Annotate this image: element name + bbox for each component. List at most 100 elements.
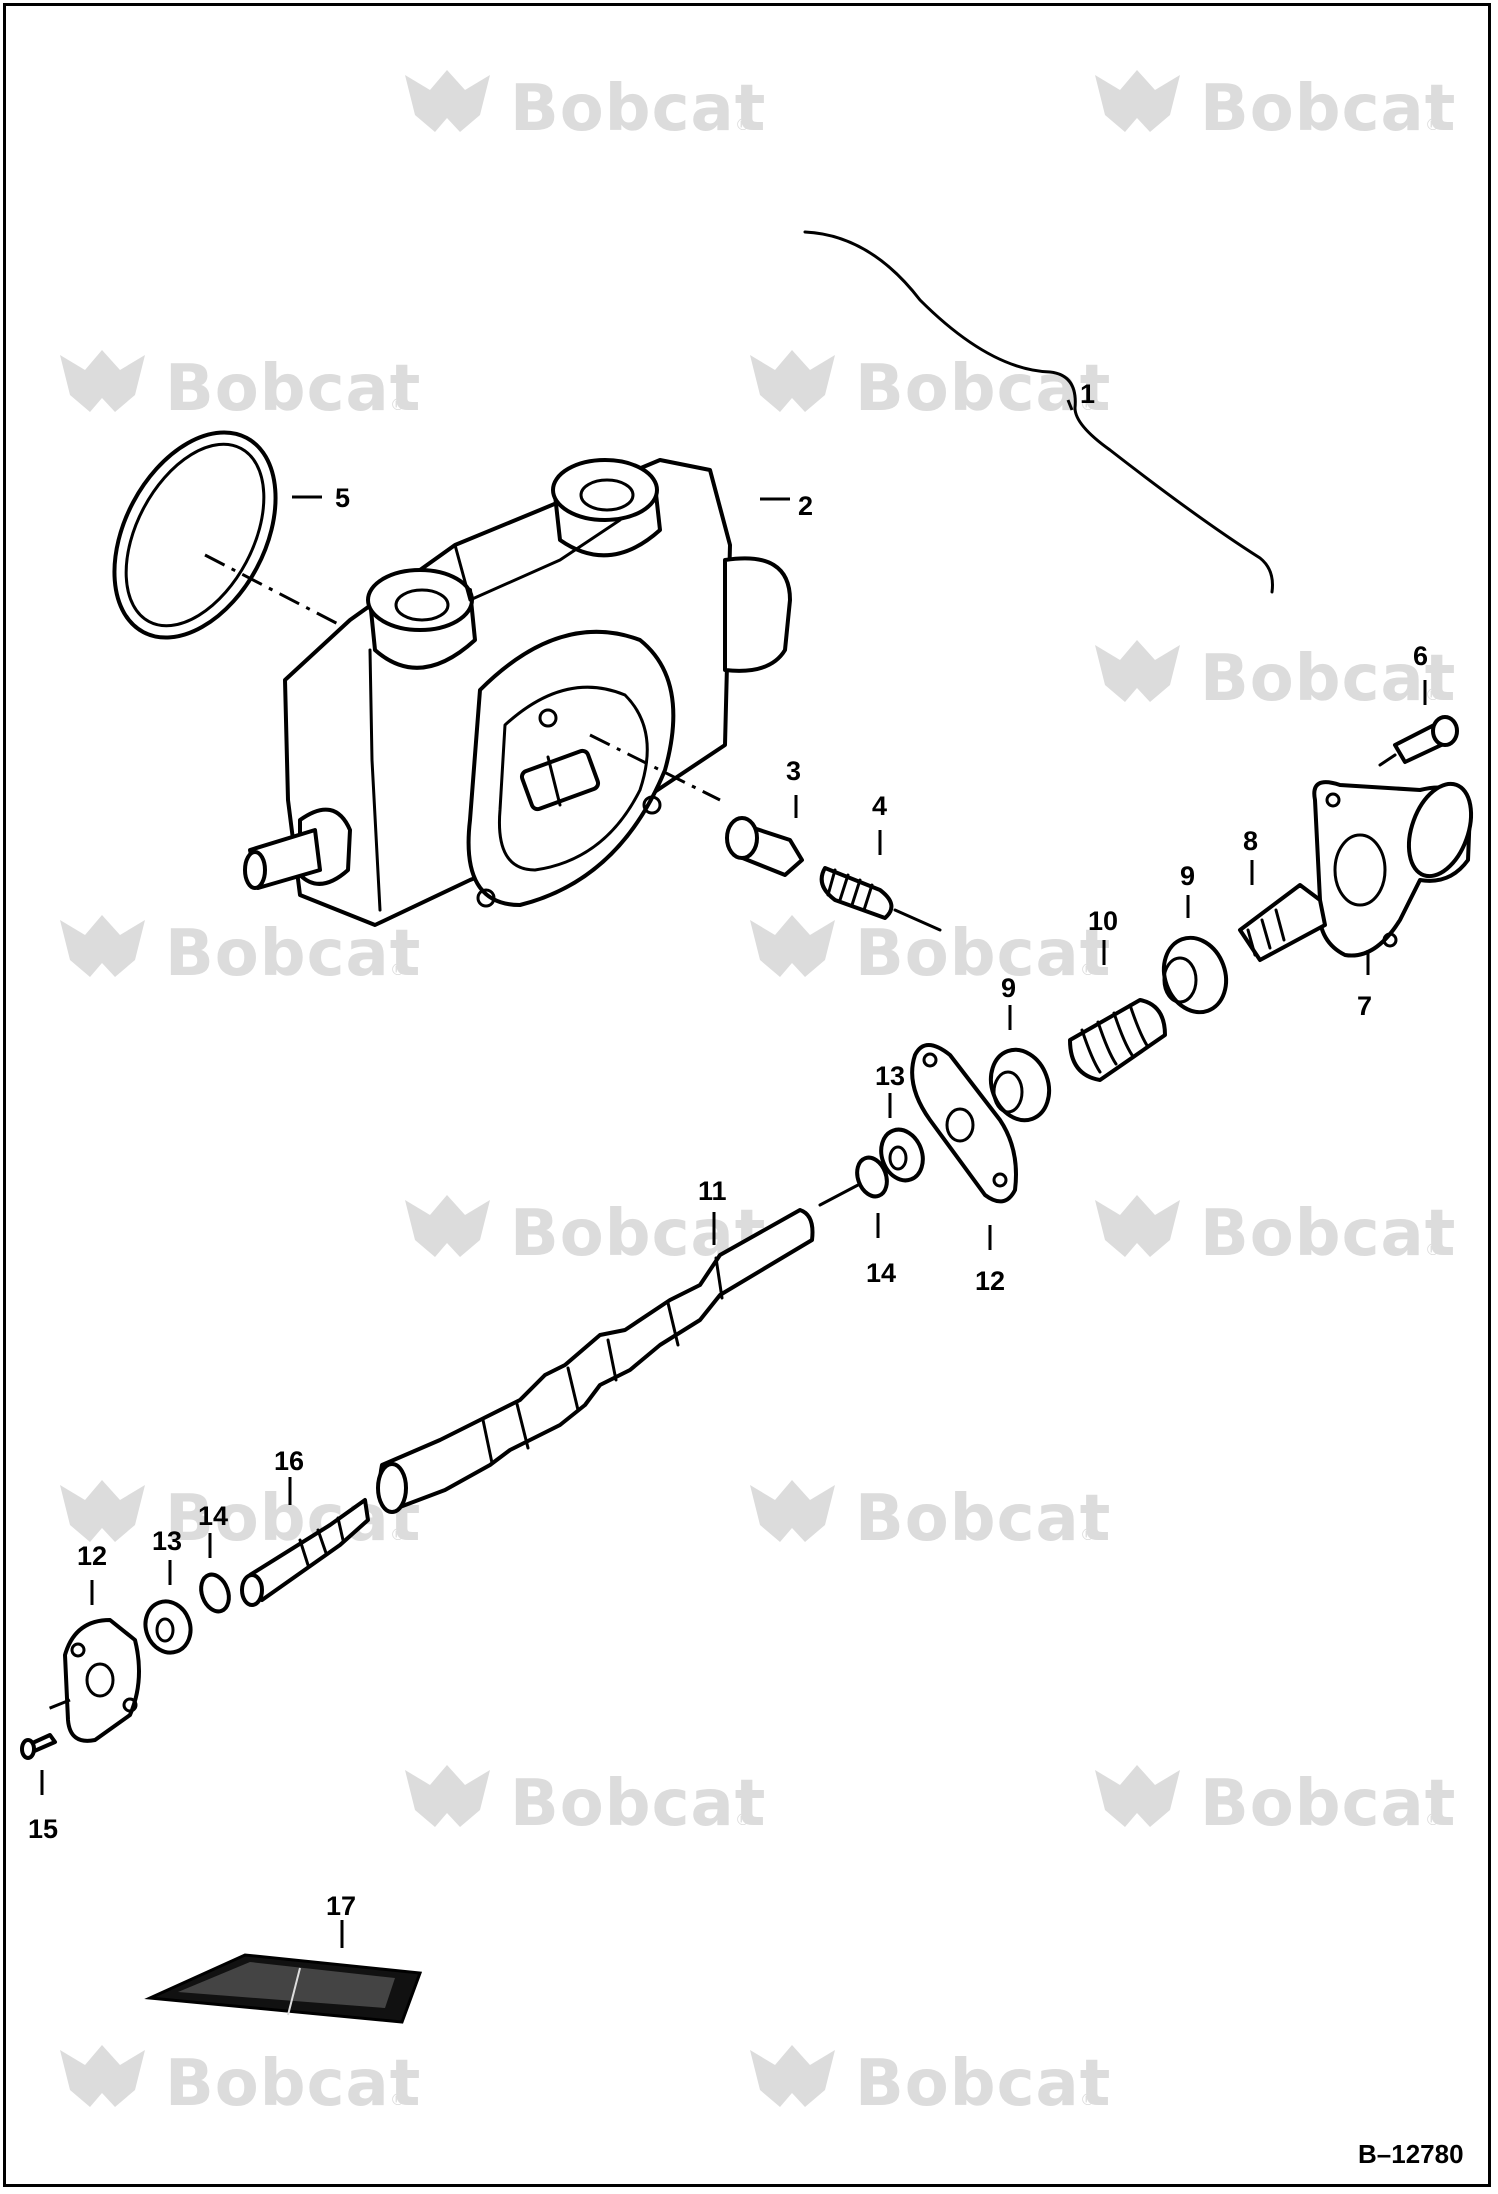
callout-13-left: 13 (152, 1526, 182, 1556)
part-3-poppet (725, 816, 804, 877)
watermark-text: Bobcat (165, 352, 421, 426)
watermark-registered-mark: ® (390, 960, 406, 979)
watermark-registered-mark: ® (1425, 1810, 1441, 1829)
part-5-o-ring (112, 430, 278, 640)
part-11-spool (376, 1208, 815, 1514)
watermark-text: Bobcat (510, 72, 766, 146)
watermark-logo: Bobcat® (405, 1765, 766, 1841)
callout-12-left: 12 (77, 1541, 107, 1571)
assembly-bracket-line (803, 230, 1274, 594)
callout-14-right: 14 (866, 1258, 896, 1288)
callout-17: 17 (326, 1891, 356, 1921)
watermark-registered-mark: ® (1080, 2090, 1096, 2109)
watermark-logo: Bobcat® (750, 1480, 1111, 1556)
bobcat-logo-icon (60, 350, 145, 412)
watermark-registered-mark: ® (1080, 395, 1096, 414)
part-9-spring-seat-upper (1161, 935, 1229, 1015)
watermark-text: Bobcat (1200, 1767, 1456, 1841)
callout-10: 10 (1088, 906, 1118, 936)
part-16-bolt (240, 1498, 370, 1607)
part-4-spring (819, 866, 894, 920)
watermark-registered-mark: ® (390, 395, 406, 414)
bobcat-logo-icon (60, 2045, 145, 2107)
bobcat-logo-icon (1095, 1765, 1180, 1827)
watermark-registered-mark: ® (1425, 115, 1441, 134)
watermark-text: Bobcat (510, 1767, 766, 1841)
callout-labels: 1 5 2 3 4 6 7 8 9 10 9 13 12 14 11 16 14… (28, 379, 1428, 1921)
callout-6: 6 (1413, 641, 1428, 671)
watermark-text: Bobcat (855, 2047, 1111, 2121)
callout-9-lower: 9 (1001, 973, 1016, 1003)
watermark-logo: Bobcat® (1095, 640, 1456, 716)
part-8-adjust-plug (1238, 883, 1327, 962)
watermark-registered-mark: ® (735, 115, 751, 134)
part-12-plate-left (63, 1618, 141, 1743)
centerline-spring (893, 908, 942, 932)
watermark-logo: Bobcat® (1095, 70, 1456, 146)
watermark-registered-mark: ® (735, 1810, 751, 1829)
watermark-logo: Bobcat® (405, 1195, 765, 1271)
bobcat-logo-icon (60, 915, 145, 977)
callout-16: 16 (274, 1446, 304, 1476)
part-14-ring-right (855, 1155, 889, 1199)
bobcat-logo-icon (1095, 1195, 1180, 1257)
diagram-frame (3, 3, 1491, 2187)
part-14-ring-left (199, 1572, 231, 1614)
bobcat-logo-icon (405, 1195, 490, 1257)
callout-2: 2 (798, 491, 813, 521)
centerline-body (589, 733, 721, 802)
watermark-logo: Bobcat® (750, 2045, 1111, 2121)
watermark-registered-mark: ® (390, 1525, 406, 1544)
watermark-text: Bobcat (165, 2047, 421, 2121)
watermark-text: Bobcat (165, 917, 421, 991)
callout-3: 3 (786, 756, 801, 786)
part-13-washer-right (879, 1127, 925, 1183)
watermark-registered-mark: ® (390, 2090, 406, 2109)
bobcat-logo-icon (1095, 640, 1180, 702)
watermark-logo: Bobcat® (60, 2045, 421, 2121)
watermark-logo: Bobcat® (60, 915, 421, 991)
callout-1: 1 (1080, 379, 1095, 409)
watermark-registered-mark: ® (1080, 1525, 1096, 1544)
watermark-logo: Bobcat® (1095, 1195, 1456, 1271)
watermark-registered-mark: ® (1080, 960, 1096, 979)
drawing-reference-number: B–12780 (1358, 2139, 1464, 2169)
watermark-text: Bobcat (855, 1482, 1111, 1556)
leader-lines (40, 399, 1427, 1948)
watermark-logo: Bobcat® (1095, 1765, 1456, 1841)
part-6-cap-screw (1393, 715, 1459, 764)
watermark-text: Bobcat (855, 917, 1111, 991)
bobcat-logo-icon (1095, 70, 1180, 132)
watermark-text: Bobcat (855, 352, 1111, 426)
watermark-logo: Bobcat® (750, 350, 1111, 426)
callout-13-right: 13 (875, 1061, 905, 1091)
part-13-washer-left (143, 1599, 193, 1655)
part-7-end-cap (1312, 780, 1474, 958)
callout-12-right: 12 (975, 1266, 1005, 1296)
callout-14-left: 14 (198, 1501, 228, 1531)
watermark-logo: Bobcat® (60, 350, 421, 426)
centerline-plate (44, 1698, 71, 1712)
watermark-text: Bobcat (1200, 72, 1456, 146)
part-12-plate-right (910, 1043, 1018, 1204)
centerline-spool (818, 1183, 860, 1207)
centerline-screw (1378, 753, 1397, 767)
bobcat-logo-icon (750, 350, 835, 412)
watermark-logo: Bobcat® (405, 70, 766, 146)
watermark-text: Bobcat (1200, 1197, 1456, 1271)
callout-8: 8 (1243, 826, 1258, 856)
watermark-text: Bobcat (1200, 642, 1456, 716)
bobcat-logo-icon (750, 2045, 835, 2107)
callout-5: 5 (335, 483, 350, 513)
watermark-layer: Bobcat®Bobcat®Bobcat®Bobcat®Bobcat®Bobca… (60, 70, 1456, 2121)
callout-11: 11 (698, 1176, 727, 1206)
part-10-spring (1068, 998, 1167, 1082)
callout-9-upper: 9 (1180, 861, 1195, 891)
watermark-registered-mark: ® (1425, 685, 1441, 704)
part-15-screw (20, 1733, 57, 1760)
bobcat-logo-icon (750, 1480, 835, 1542)
callout-15: 15 (28, 1814, 58, 1844)
callout-4: 4 (872, 791, 887, 821)
bobcat-logo-icon (405, 70, 490, 132)
